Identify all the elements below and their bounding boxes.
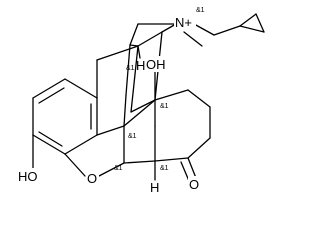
stereo-label-c14: &1 <box>160 103 169 110</box>
phenol-hydroxyl-label: HO <box>18 169 38 184</box>
ether-oxygen-label: O <box>87 171 97 186</box>
piperidine-ring <box>123 31 163 127</box>
stereo-label-c13: &1 <box>128 133 137 140</box>
stereo-label-n: &1 <box>196 7 205 14</box>
benzylic-bridge <box>96 45 139 99</box>
aromatic-ring <box>32 78 98 155</box>
h-bond-top <box>137 45 141 59</box>
stereo-label-c9: &1 <box>126 65 135 72</box>
stereo-label-c5: &1 <box>114 165 123 172</box>
furan-ring <box>64 125 125 177</box>
n-substituents <box>129 13 265 47</box>
n-plus-label: N+ <box>175 15 192 30</box>
ketone-bond <box>180 157 197 182</box>
ketone-oxygen-label: O <box>189 177 199 192</box>
stereo-h-top-label: H <box>136 58 145 73</box>
stereo-label-c5b: &1 <box>160 165 169 172</box>
structure-svg: N+ OH HO O O H H &1 &1 &1 &1 &1 &1 <box>18 7 265 195</box>
diagram-canvas: N+ OH HO O O H H &1 &1 &1 &1 &1 &1 <box>18 7 265 195</box>
hydroxyl-label: OH <box>146 57 166 72</box>
cyclohexanone-ring <box>123 89 211 164</box>
stereo-h-bottom-label: H <box>150 180 159 195</box>
